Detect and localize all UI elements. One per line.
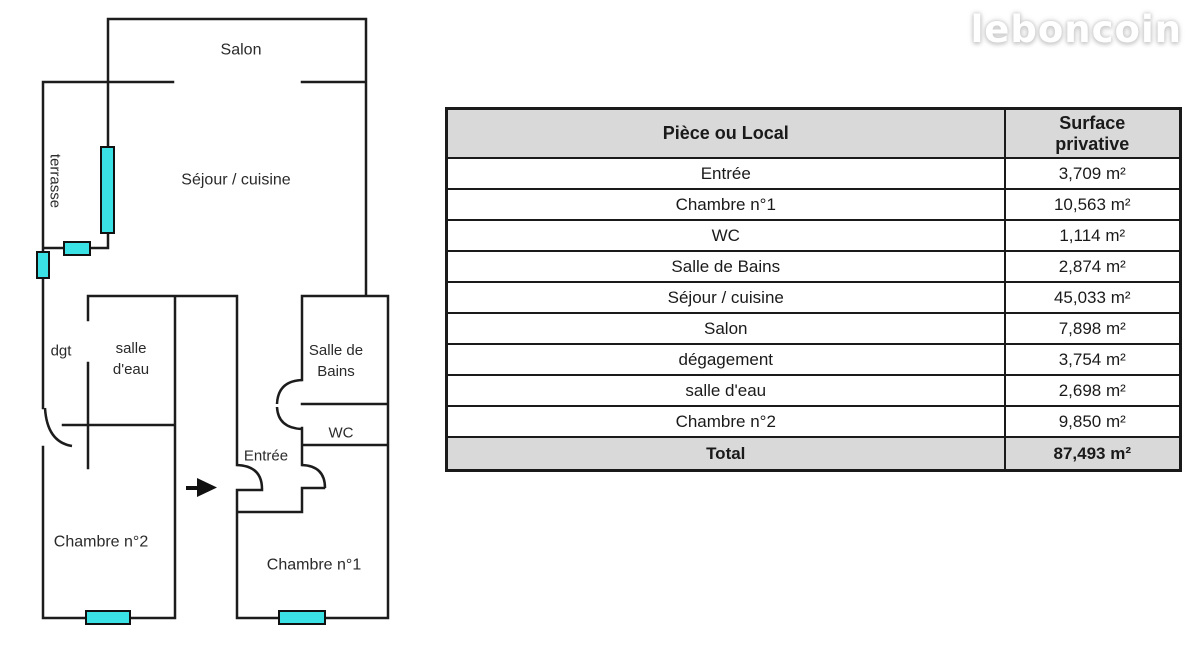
piece-cell: Chambre n°2: [445, 405, 1006, 438]
piece-cell: WC: [445, 219, 1006, 252]
table-total-row: Total 87,493 m²: [445, 436, 1182, 472]
leboncoin-logo: leboncoin: [970, 8, 1182, 51]
surface-cell: 1,114 m²: [1003, 219, 1182, 252]
surface-cell: 45,033 m²: [1003, 281, 1182, 314]
surface-cell: 3,709 m²: [1003, 157, 1182, 190]
piece-cell: dégagement: [445, 343, 1006, 376]
surface-cell: 3,754 m²: [1003, 343, 1182, 376]
wall-lines: [41, 17, 390, 620]
piece-cell: Salon: [445, 312, 1006, 345]
room-label-salle-eau-line2: d'eau: [112, 361, 150, 378]
room-label-chambre2: Chambre n°2: [53, 533, 149, 551]
room-label-salle-eau: salle d'eau: [113, 338, 149, 380]
room-label-salon: Salon: [220, 41, 262, 59]
header-piece: Pièce ou Local: [445, 107, 1006, 159]
room-label-terrasse: terrasse: [46, 153, 64, 209]
room-label-dgt: dgt: [50, 342, 72, 360]
piece-cell: Séjour / cuisine: [445, 281, 1006, 314]
room-label-salle-eau-line1: salle: [115, 340, 147, 357]
piece-cell: salle d'eau: [445, 374, 1006, 407]
window-chambre1: [278, 610, 326, 625]
room-label-entree: Entrée: [243, 447, 289, 465]
surface-cell: 2,874 m²: [1003, 250, 1182, 283]
floor-plan: Salon Séjour / cuisine terrasse dgt sall…: [0, 0, 420, 650]
header-surface-line1: Surface: [1059, 112, 1126, 133]
room-label-salle-de-bains: Salle de Bains: [309, 340, 363, 382]
window-chambre2: [85, 610, 131, 625]
room-label-sejour: Séjour / cuisine: [181, 171, 291, 189]
total-label: Total: [445, 436, 1006, 472]
surface-cell: 10,563 m²: [1003, 188, 1182, 221]
window-sejour: [100, 146, 115, 234]
table-header-row: Pièce ou Local Surface privative: [445, 107, 1182, 159]
piece-cell: Entrée: [445, 157, 1006, 190]
room-label-chambre1: Chambre n°1: [266, 556, 362, 574]
surface-cell: 7,898 m²: [1003, 312, 1182, 345]
surface-cell: 9,850 m²: [1003, 405, 1182, 438]
entrance-arrow-icon: [186, 478, 217, 497]
surface-cell: 2,698 m²: [1003, 374, 1182, 407]
window-terrasse-bottom: [63, 241, 91, 256]
window-terrasse-left: [36, 251, 50, 279]
header-surface-line2: privative: [1055, 133, 1130, 154]
window-markers: [36, 146, 326, 625]
total-value: 87,493 m²: [1003, 436, 1182, 472]
room-label-wc: WC: [328, 424, 354, 442]
door-arcs: [43, 378, 327, 490]
room-label-sdb-line2: Bains: [317, 363, 355, 380]
room-label-sdb-line1: Salle de: [308, 342, 364, 359]
piece-cell: Salle de Bains: [445, 250, 1006, 283]
floor-plan-drawing: [36, 17, 390, 625]
header-surface: Surface privative: [1003, 107, 1182, 159]
piece-cell: Chambre n°1: [445, 188, 1006, 221]
